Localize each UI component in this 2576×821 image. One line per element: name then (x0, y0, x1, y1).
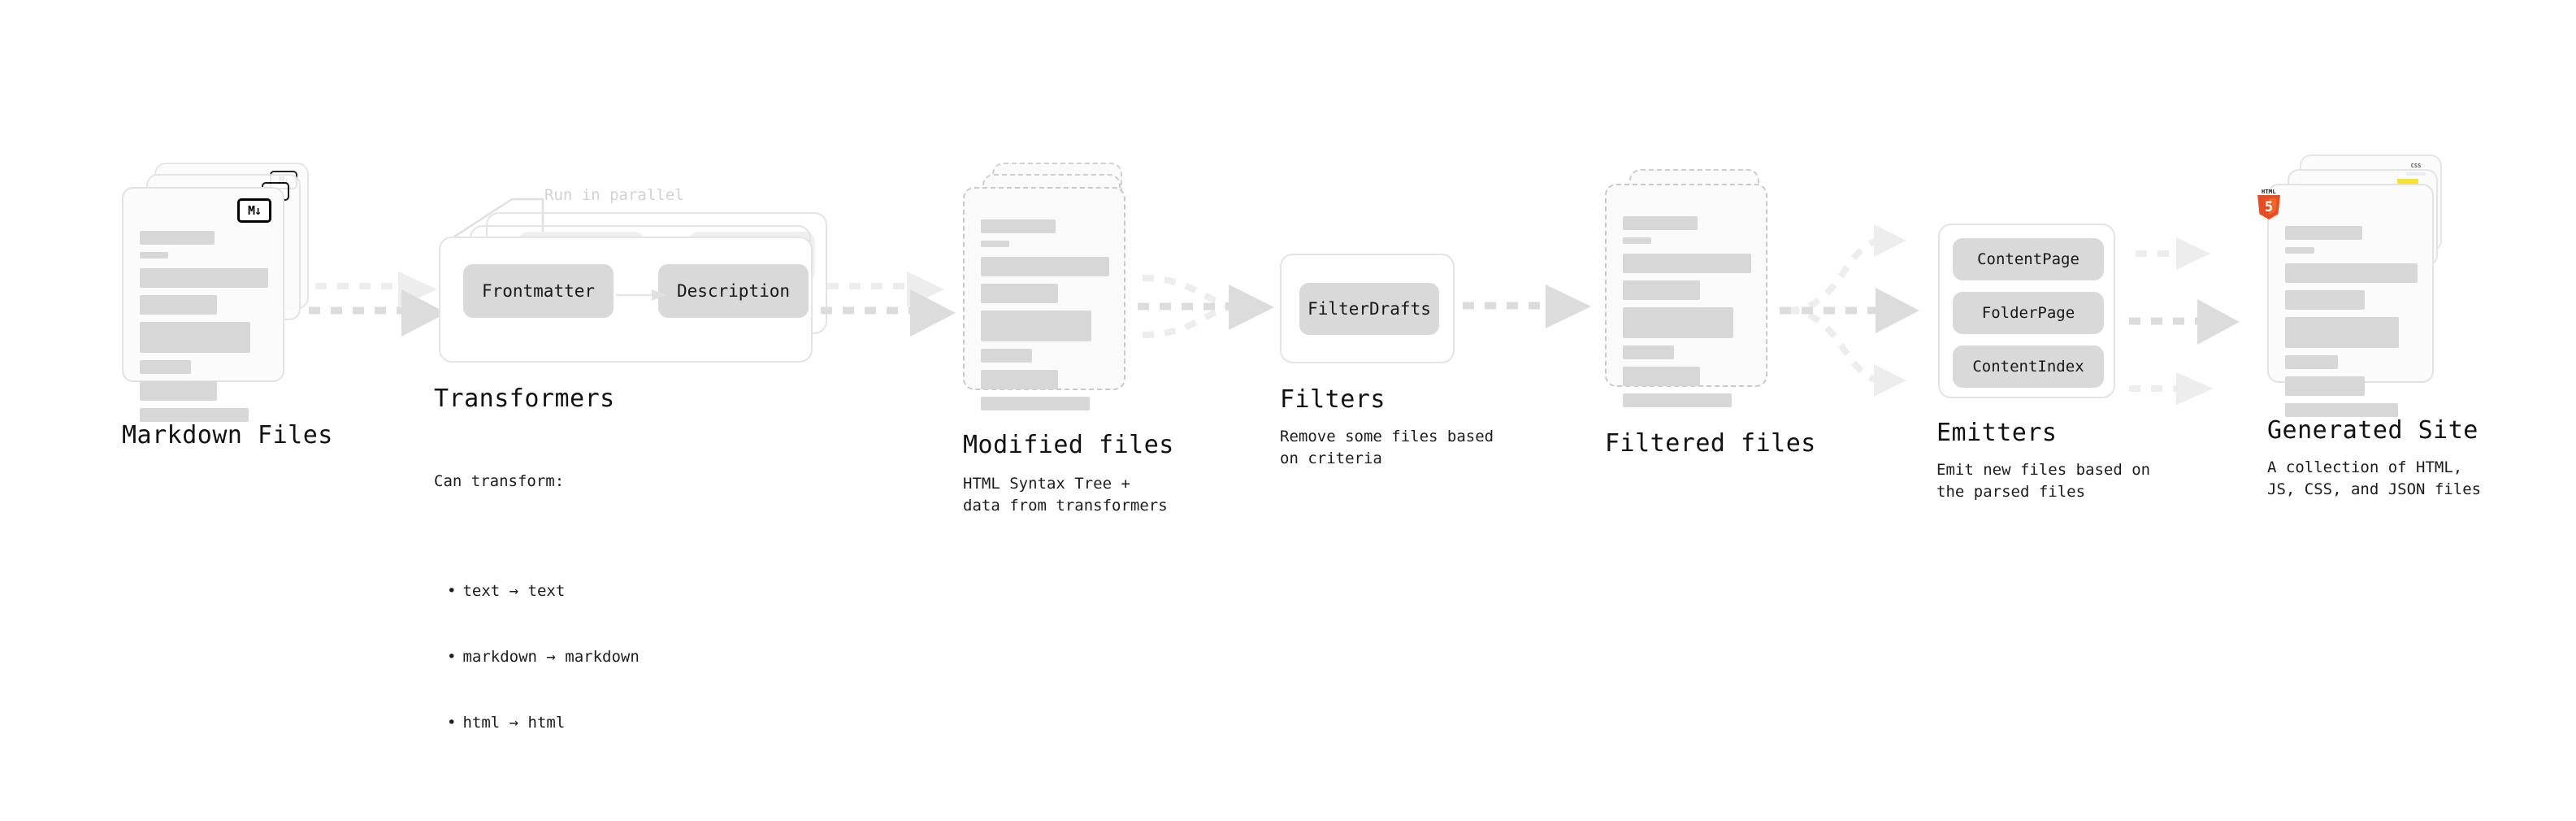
transformers-description: Can transform: text → text markdown → ma… (434, 427, 640, 821)
modified-files-description: HTML Syntax Tree + data from transformer… (963, 475, 1168, 515)
modified-files-title: Modified files (963, 431, 1174, 459)
generated-site-title: Generated Site (2267, 416, 2478, 445)
transformers-bullet-2: html → html (447, 712, 640, 734)
filter-pill-filterdrafts[interactable]: FilterDrafts (1299, 283, 1439, 335)
transformer-pill-frontmatter[interactable]: Frontmatter (463, 264, 614, 318)
transformers-bullet-list: text → text markdown → markdown html → h… (434, 536, 640, 778)
arrow-filtered-to-emitters (1780, 224, 1919, 397)
transformers-bullet-0: text → text (447, 580, 640, 602)
transformers-panel-front: Frontmatter Description (439, 237, 813, 363)
emitter-pill-contentpage[interactable]: ContentPage (1953, 238, 2104, 280)
generated-site-description: A collection of HTML, JS, CSS, and JSON … (2267, 458, 2482, 498)
filtered-card-stack (1605, 163, 1784, 407)
emitter-pill-contentindex[interactable]: ContentIndex (1953, 345, 2104, 388)
arrow-transformers-to-modified (821, 271, 956, 337)
run-in-parallel-note: Run in parallel (544, 186, 684, 204)
emitters-title: Emitters (1936, 419, 2058, 447)
arrow-markdown-to-transformers (309, 271, 447, 337)
node-filtered-files: Filtered files (1605, 163, 1815, 458)
markdown-files-title: Markdown Files (122, 421, 333, 450)
markdown-card-stack: M↓ M↓ M↓ (122, 163, 309, 422)
filters-panel: FilterDrafts (1280, 254, 1455, 363)
modified-card-front (963, 187, 1125, 410)
site-card-front-html: HTML 5 (2257, 184, 2434, 417)
filters-title: Filters (1280, 385, 1386, 414)
arrow-modified-to-filters (1138, 275, 1274, 338)
emitters-description: Emit new files based on the parsed files (1936, 461, 2151, 501)
markdown-badge-icon: M↓ (237, 198, 271, 223)
node-generated-site: CSS HTML 5 (2257, 154, 2481, 498)
transformers-desc-head: Can transform: (434, 471, 565, 490)
site-card-stack: CSS HTML 5 (2257, 154, 2454, 417)
transformers-title: Transformers (434, 384, 615, 413)
emitter-pill-folderpage[interactable]: FolderPage (1953, 292, 2104, 334)
filtered-files-title: Filtered files (1605, 429, 1816, 458)
transformers-bullet-1: markdown → markdown (447, 646, 639, 668)
markdown-card-front: M↓ (122, 187, 284, 422)
modified-card-skeleton (981, 219, 1109, 418)
site-card-skeleton (2285, 226, 2418, 424)
transformer-pill-description[interactable]: Description (658, 264, 809, 318)
arrow-filters-to-filtered (1463, 285, 1591, 328)
run-in-parallel-leader (446, 198, 544, 243)
html5-badge-label: HTML (2261, 189, 2277, 195)
modified-card-stack (963, 163, 1142, 410)
diagram-canvas: M↓ M↓ M↓ Markdown Files (0, 0, 2576, 681)
transformers-front-arrow (616, 289, 666, 301)
html5-badge-digit: 5 (2264, 199, 2274, 215)
node-modified-files: Modified files HTML Syntax Tree + data f… (963, 163, 1173, 515)
html5-badge-icon: HTML 5 (2257, 189, 2282, 219)
filtered-card-skeleton (1623, 216, 1751, 415)
filters-description: Remove some files based on criteria (1280, 428, 1494, 467)
emitters-panel: ContentPage FolderPage ContentIndex (1938, 224, 2115, 398)
arrow-emitters-to-site (2129, 237, 2240, 405)
filtered-card-front (1605, 184, 1767, 407)
node-markdown-files: M↓ M↓ M↓ Markdown Files (122, 163, 332, 450)
markdown-card-skeleton (140, 231, 268, 429)
